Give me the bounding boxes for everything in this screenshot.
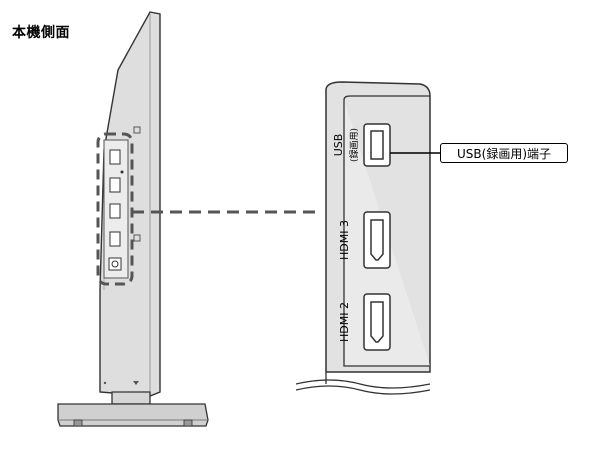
usb-sublabel: (録画用)	[348, 128, 360, 162]
hdmi3-label: HDMI 3	[338, 220, 351, 260]
hdmi2-label: HDMI 2	[338, 302, 351, 342]
side-port-cluster	[103, 139, 129, 279]
port-highlight-box	[96, 132, 134, 286]
hdmi3-port	[363, 211, 391, 269]
tv-stand	[57, 391, 209, 427]
enlarged-panel	[295, 81, 431, 395]
diagram-title: 本機側面	[12, 25, 70, 41]
usb-port	[363, 123, 391, 167]
hdmi2-port	[363, 293, 391, 351]
usb-terminal-callout: USB(録画用)端子	[440, 143, 568, 163]
usb-label: USB	[332, 134, 345, 157]
